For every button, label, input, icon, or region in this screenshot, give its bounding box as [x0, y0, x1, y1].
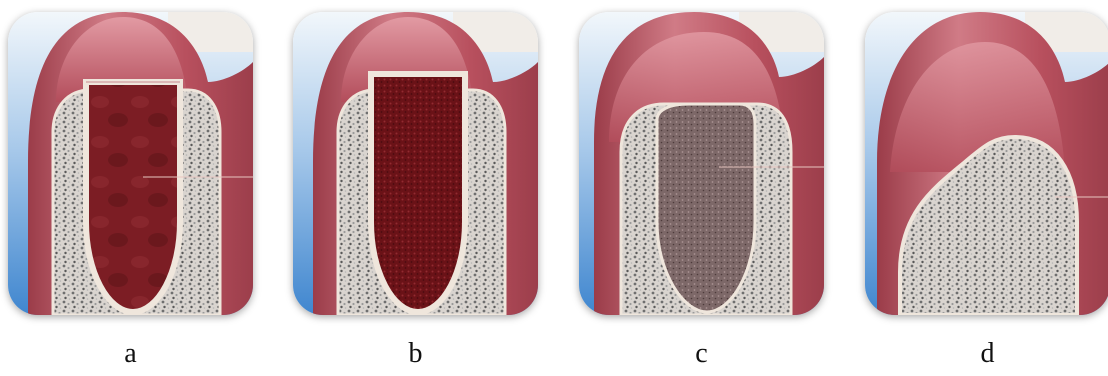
panel-a-blood-clot [8, 12, 253, 315]
socket-blood-clot [86, 82, 180, 312]
panel-label-a: a [8, 340, 253, 368]
panel-b-granulation-tissue [293, 12, 538, 315]
panel-label-c: c [579, 340, 824, 368]
panel-label-d: d [865, 340, 1108, 368]
socket-granulation-tissue [371, 74, 465, 312]
panel-d-healed-bone [865, 12, 1108, 315]
panel-c-provisional-matrix [579, 12, 824, 315]
panel-label-b: b [293, 340, 538, 368]
socket-provisional-matrix [657, 104, 755, 312]
